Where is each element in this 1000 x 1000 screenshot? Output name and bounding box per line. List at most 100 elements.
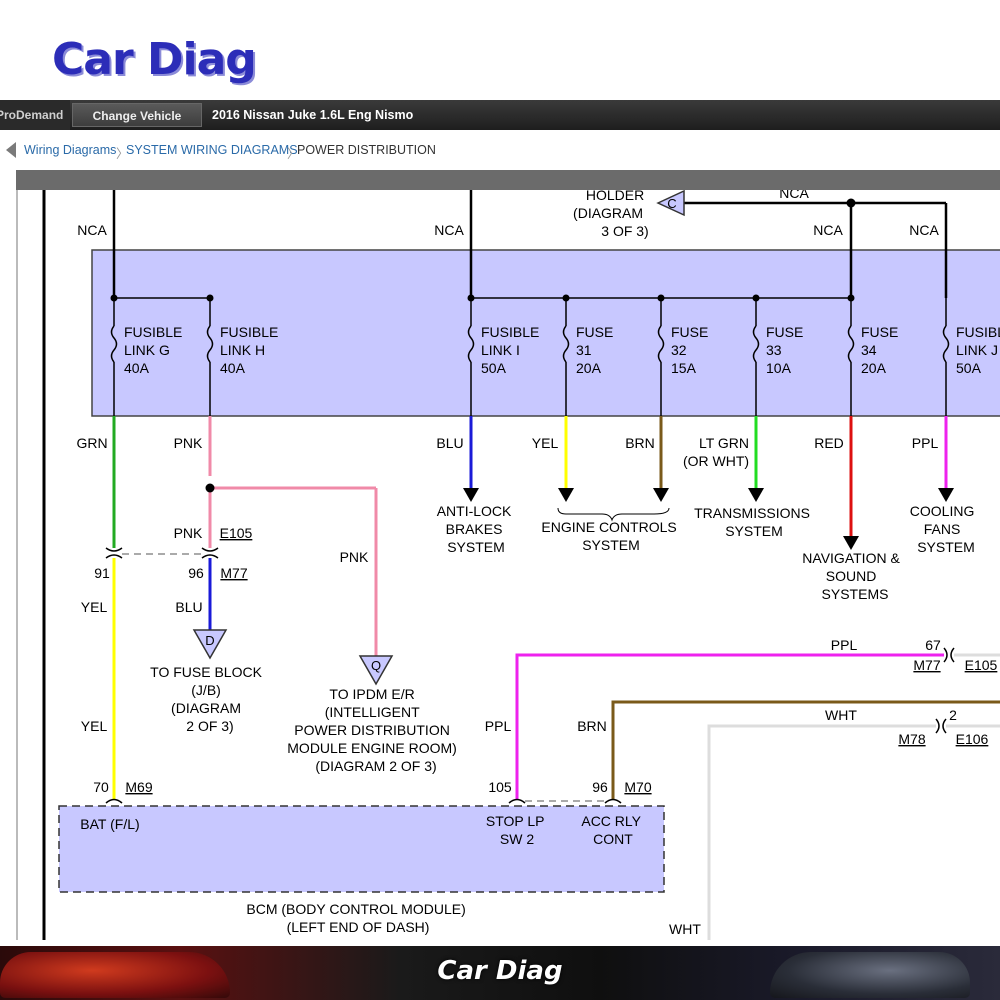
breadcrumb-separator-icon: 〉	[287, 147, 300, 161]
cooling-fans-label: COOLING FANS SYSTEM	[910, 503, 978, 555]
arrow-icon	[558, 488, 574, 502]
pin-number: 105	[488, 779, 512, 795]
breadcrumb-wiring-diagrams[interactable]: Wiring Diagrams	[24, 143, 117, 157]
arrow-icon	[748, 488, 764, 502]
wire-color-label: PNK	[340, 549, 369, 565]
pin-number: 2	[949, 707, 957, 723]
connector-d-label: D	[205, 633, 214, 648]
breadcrumb: Wiring Diagrams 〉 SYSTEM WIRING DIAGRAMS…	[0, 140, 1000, 162]
wire-color-label: YEL	[81, 718, 108, 734]
breadcrumb-separator-icon: 〉	[116, 147, 129, 161]
splice-dot	[206, 294, 214, 302]
connector-pin-icon	[201, 547, 219, 559]
wiring-diagram-viewport[interactable]: C HOLDER (DIAGRAM 3 OF 3) NCA NCA NCA NC…	[16, 190, 1000, 940]
wire-color-label: GRN	[76, 435, 107, 451]
brace-icon	[557, 507, 670, 522]
splice-dot	[562, 294, 570, 302]
bcm-module	[58, 805, 665, 893]
arrow-icon	[938, 488, 954, 502]
fuse-icon	[206, 325, 214, 363]
connector-pin-icon	[508, 798, 526, 804]
vehicle-title: 2016 Nissan Juke 1.6L Eng Nismo	[212, 108, 414, 122]
connector-pin-icon	[943, 647, 955, 663]
connector-m77-label: M77	[913, 657, 940, 673]
wiring-diagram: C HOLDER (DIAGRAM 3 OF 3) NCA NCA NCA NC…	[42, 190, 1000, 940]
wire-color-label: BLU	[175, 599, 202, 615]
wire-color-label: PPL	[912, 435, 939, 451]
transmission-system-label: TRANSMISSIONS SYSTEM	[694, 505, 814, 539]
wire-color-label: WHT	[669, 921, 701, 937]
nca-label: NCA	[77, 222, 107, 238]
bcm-bat-label: BAT (F/L)	[80, 816, 139, 832]
wire-color-label: BRN	[625, 435, 655, 451]
engine-controls-label: ENGINE CONTROLS SYSTEM	[541, 519, 680, 553]
navigation-sound-label: NAVIGATION & SOUND SYSTEMS	[802, 550, 903, 602]
wire-color-label: BRN	[577, 718, 607, 734]
wire-brn	[611, 700, 1000, 800]
back-arrow-icon[interactable]	[6, 142, 16, 158]
pin-number: 70	[93, 779, 109, 795]
connector-pin-icon	[604, 798, 622, 804]
nca-label: NCA	[779, 190, 809, 201]
breadcrumb-system-wiring-diagrams[interactable]: SYSTEM WIRING DIAGRAMS	[126, 143, 298, 157]
gray-car-image	[770, 952, 970, 998]
splice-dot	[205, 483, 215, 493]
splice-dot	[846, 198, 856, 208]
fuse-icon	[942, 325, 950, 363]
wire-color-label: RED	[814, 435, 844, 451]
splice-dot	[657, 294, 665, 302]
top-navigation-bar: ProDemand Change Vehicle 2016 Nissan Juk…	[0, 100, 1000, 130]
nca-label: NCA	[909, 222, 939, 238]
wire-color-label: WHT	[825, 707, 857, 723]
footer-banner: Car Diag	[0, 946, 1000, 1000]
connector-e106-label: E106	[956, 731, 989, 747]
fuse-icon	[752, 325, 760, 363]
fuse-icon	[562, 325, 570, 363]
change-vehicle-button[interactable]: Change Vehicle	[72, 103, 202, 127]
wire-color-label: BLU	[436, 435, 463, 451]
connector-q-label: Q	[371, 658, 381, 673]
wire-color-label: PNK	[174, 435, 203, 451]
connector-e105-label: E105	[965, 657, 998, 673]
connector-m69-label: M69	[125, 779, 152, 795]
connector-pin-icon	[105, 798, 123, 804]
arrow-icon	[843, 536, 859, 550]
connector-pin-icon	[105, 547, 123, 559]
splice-dot	[847, 294, 855, 302]
wire-wht	[707, 724, 936, 940]
arrow-icon	[653, 488, 669, 502]
fuse-icon	[657, 325, 665, 363]
splice-dot	[467, 294, 475, 302]
fuse-block-label: TO FUSE BLOCK (J/B) (DIAGRAM 2 OF 3)	[150, 664, 266, 734]
connector-c-label: C	[667, 196, 676, 211]
bcm-stop-lamp-label: STOP LP SW 2	[486, 813, 548, 847]
red-car-image	[0, 952, 230, 998]
connector-pin-icon	[935, 718, 947, 734]
fuse-icon	[467, 325, 475, 363]
fuse-icon	[110, 325, 118, 363]
bcm-acc-relay-label: ACC RLY CONT	[581, 813, 644, 847]
holder-label: HOLDER (DIAGRAM 3 OF 3)	[573, 190, 649, 239]
connector-m70-label: M70	[624, 779, 651, 795]
bcm-name-label: BCM (BODY CONTROL MODULE) (LEFT END OF D…	[246, 901, 469, 935]
connector-m77-label: M77	[220, 565, 247, 581]
pin-number: 91	[94, 565, 110, 581]
brand-label[interactable]: ProDemand	[0, 100, 70, 130]
pin-number: 96	[188, 565, 204, 581]
wire-color-label: PNK	[174, 525, 203, 541]
splice-dot	[752, 294, 760, 302]
diagram-toolbar	[16, 170, 1000, 190]
connector-q-icon	[358, 655, 394, 686]
wire-color-label: (OR WHT)	[683, 453, 749, 469]
connector-c-icon	[656, 190, 685, 217]
wire-color-label: YEL	[532, 435, 559, 451]
pin-number: 96	[592, 779, 608, 795]
connector-m78-label: M78	[898, 731, 925, 747]
